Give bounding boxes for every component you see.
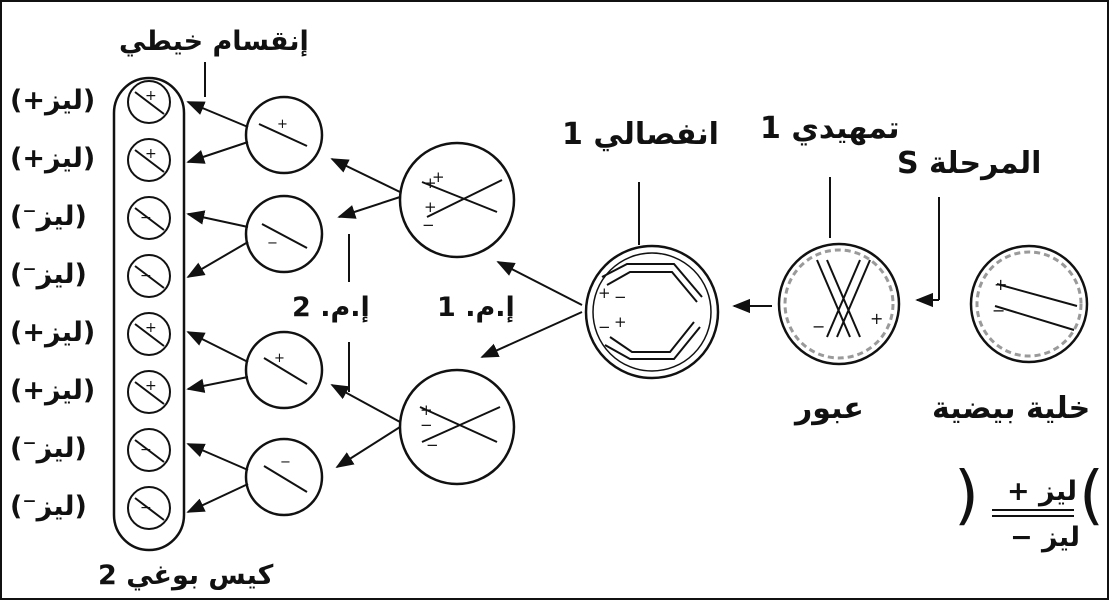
svg-text:−: − <box>598 318 611 336</box>
svg-text:−: − <box>267 236 278 251</box>
spore-3: − <box>127 196 171 240</box>
s-phase-label: المرحلة S <box>897 146 1042 181</box>
anaphase1-label: انفصالي 1 <box>562 117 719 152</box>
spore-genotype-label: (ليز+) <box>10 317 96 348</box>
genotype-paren-left: ( <box>954 459 979 533</box>
meiosis2-label: إ.م. 2 <box>292 292 370 323</box>
anaphase1-cell: + − − + <box>584 244 720 380</box>
spore-2: + <box>127 138 171 182</box>
spore-5: + <box>127 312 171 356</box>
egg-cell: + − <box>969 244 1089 364</box>
genotype-top: ليز + <box>1007 476 1077 507</box>
spore-8: − <box>127 486 171 530</box>
svg-text:+: + <box>420 401 433 419</box>
spore-7: − <box>127 428 171 472</box>
genotype-paren-right: ) <box>1079 459 1104 533</box>
meiosis1-cell-bottom: + − − <box>398 368 516 486</box>
svg-text:−: − <box>280 455 291 470</box>
s-phase-pointer <box>915 197 940 308</box>
svg-text:−: − <box>422 216 435 234</box>
svg-text:−: − <box>140 442 152 458</box>
svg-text:−: − <box>140 210 152 226</box>
svg-text:+: + <box>614 313 627 331</box>
spore-1: + <box>127 80 171 124</box>
svg-text:+: + <box>145 378 157 394</box>
mII-cell-2: − <box>244 194 324 274</box>
genotype-bottom: ليز − <box>1010 522 1080 553</box>
svg-text:+: + <box>432 168 445 186</box>
arrow-meiosis1-up <box>496 261 583 306</box>
genotype-bar-1 <box>992 509 1074 511</box>
genotype-bar-2 <box>992 515 1074 517</box>
svg-text:−: − <box>426 436 439 454</box>
mII-cell-1: + <box>244 95 324 175</box>
spore-genotype-label: (ليز+) <box>10 143 96 174</box>
arrow-mII-c <box>330 384 401 423</box>
spore-genotype-label: (ليز⁻) <box>10 259 87 290</box>
svg-text:+: + <box>424 174 437 192</box>
spore-genotype-label: (ليز⁻) <box>10 201 87 232</box>
ascus <box>112 76 186 552</box>
svg-text:−: − <box>140 500 152 516</box>
mitosis-arrows <box>186 101 249 513</box>
arrow-mII-a <box>330 158 401 193</box>
meiosis1-label: إ.م. 1 <box>437 292 515 323</box>
svg-text:−: − <box>140 268 152 284</box>
crossing-over-label: عبور <box>795 391 864 426</box>
svg-text:+: + <box>598 284 611 302</box>
svg-text:−: − <box>614 288 627 306</box>
mII-cell-3: + <box>244 330 324 410</box>
spore-6: + <box>127 370 171 414</box>
egg-cell-label: خلية بيضية <box>932 391 1091 426</box>
arrow-mII-b <box>337 196 401 219</box>
spore-genotype-label: (ليز+) <box>10 85 96 116</box>
prophase1-label: تمهيدي 1 <box>760 111 900 146</box>
arrow-mII-d <box>335 426 401 468</box>
spore-genotype-label: (ليز+) <box>10 375 96 406</box>
svg-text:+: + <box>145 320 157 336</box>
arrow-meiosis1-down <box>480 311 583 358</box>
svg-text:+: + <box>424 198 437 216</box>
prophase1-cell: + − <box>777 242 901 366</box>
svg-text:+: + <box>145 88 157 104</box>
svg-text:−: − <box>812 317 825 336</box>
svg-text:+: + <box>145 146 157 162</box>
svg-text:+: + <box>277 117 288 132</box>
svg-text:−: − <box>992 301 1005 320</box>
mII-cell-4: − <box>244 437 324 517</box>
ascus-label: كيس بوغي 2 <box>98 560 274 591</box>
mitosis-label: إنقسام خيطي <box>119 26 309 57</box>
spore-genotype-label: (ليز⁻) <box>10 491 87 522</box>
svg-text:+: + <box>994 275 1007 294</box>
svg-text:−: − <box>420 416 433 434</box>
svg-text:+: + <box>870 309 883 328</box>
spore-column: + + − − + + − − <box>127 80 171 530</box>
spore-4: − <box>127 254 171 298</box>
meiosis1-cell-top: + + + − <box>398 141 516 259</box>
svg-text:+: + <box>274 351 285 366</box>
spore-genotype-label: (ليز⁻) <box>10 433 87 464</box>
